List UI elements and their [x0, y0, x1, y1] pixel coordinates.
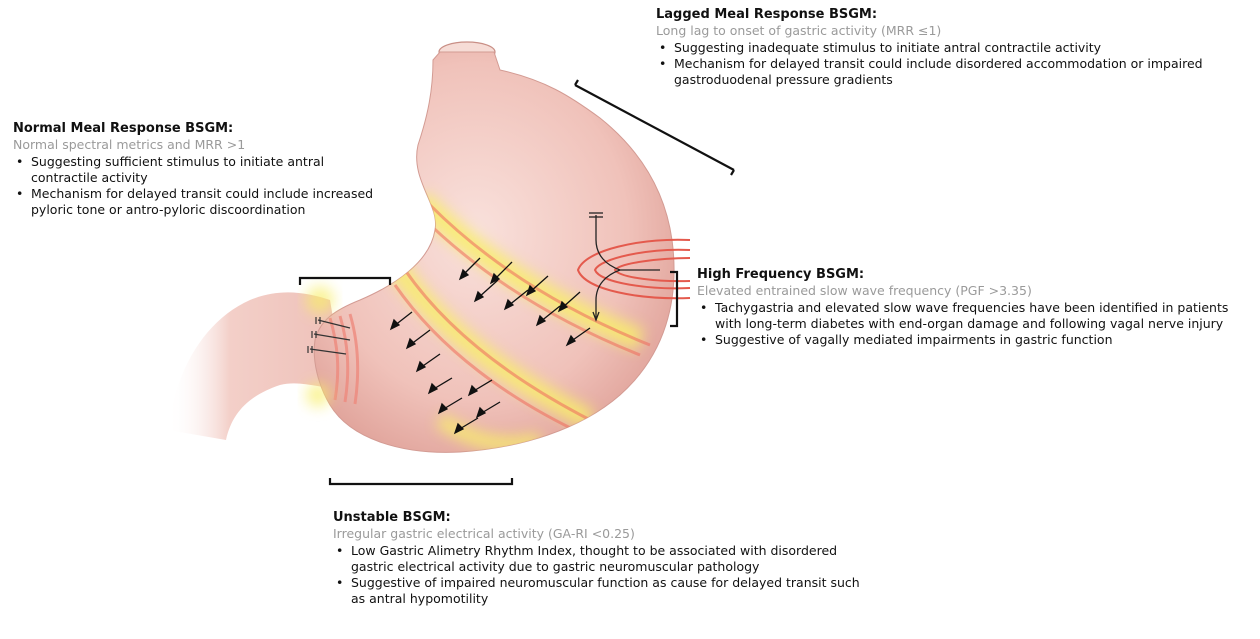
lagged-subtitle: Long lag to onset of gastric activity (M… [656, 23, 1256, 39]
high-bullets: Tachygastria and elevated slow wave freq… [697, 300, 1257, 348]
normal-meal-response-block: Normal Meal Response BSGM: Normal spectr… [13, 121, 393, 218]
normal-bracket-line [300, 278, 390, 285]
normal-subtitle: Normal spectral metrics and MRR >1 [13, 137, 393, 153]
high-bullet: Tachygastria and elevated slow wave freq… [697, 300, 1257, 332]
normal-bullet: Mechanism for delayed transit could incl… [13, 186, 393, 218]
unstable-subtitle: Irregular gastric electrical activity (G… [333, 526, 863, 542]
high-bullet: Suggestive of vagally mediated impairmen… [697, 332, 1257, 348]
high-title: High Frequency BSGM: [697, 267, 1257, 283]
lagged-title: Lagged Meal Response BSGM: [656, 7, 1256, 23]
high-subtitle: Elevated entrained slow wave frequency (… [697, 283, 1257, 299]
lagged-bullet: Suggesting inadequate stimulus to initia… [656, 40, 1256, 56]
unstable-bullet: Low Gastric Alimetry Rhythm Index, thoug… [333, 543, 863, 575]
unstable-bracket-line [330, 478, 512, 484]
unstable-block: Unstable BSGM: Irregular gastric electri… [333, 510, 863, 607]
lagged-bullets: Suggesting inadequate stimulus to initia… [656, 40, 1256, 88]
high-frequency-block: High Frequency BSGM: Elevated entrained … [697, 267, 1257, 348]
unstable-bullet: Suggestive of impaired neuromuscular fun… [333, 575, 863, 607]
normal-title: Normal Meal Response BSGM: [13, 121, 393, 137]
normal-bullet: Suggesting sufficient stimulus to initia… [13, 154, 393, 186]
unstable-title: Unstable BSGM: [333, 510, 863, 526]
normal-bullets: Suggesting sufficient stimulus to initia… [13, 154, 393, 218]
unstable-bullets: Low Gastric Alimetry Rhythm Index, thoug… [333, 543, 863, 607]
lagged-bullet: Mechanism for delayed transit could incl… [656, 56, 1234, 88]
lagged-meal-response-block: Lagged Meal Response BSGM: Long lag to o… [656, 7, 1256, 88]
